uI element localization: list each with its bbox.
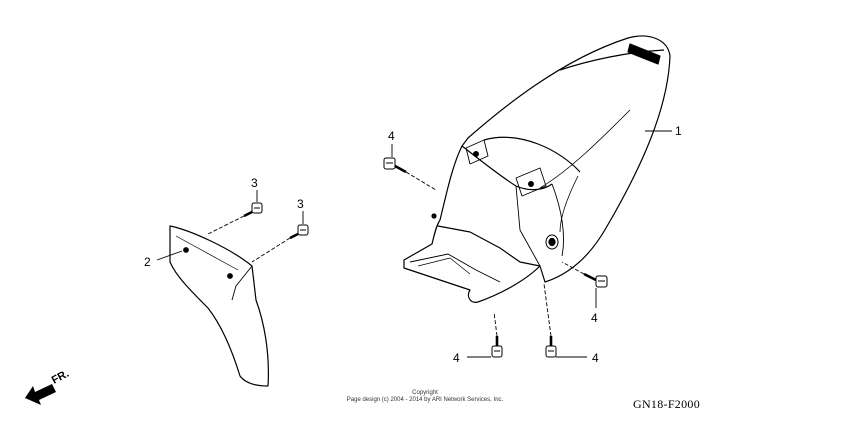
callout-3b: 3 [297,197,304,211]
leader-lines [156,130,672,358]
callout-4d: 4 [592,351,599,365]
figure-code: GN18-F2000 [633,397,701,411]
bolt-4b [583,272,608,288]
callout-2: 2 [144,255,151,269]
callout-4a: 4 [388,129,395,143]
copyright-notice: Copyright Page design (c) 2004 - 2014 by… [300,390,550,404]
callout-3a: 3 [251,176,258,190]
bolt-4a [383,157,407,174]
rear-fender [403,35,671,303]
front-arrow-icon [25,384,56,405]
mud-guard [169,225,269,387]
bolt-3b [289,224,309,240]
callout-1: 1 [675,124,682,138]
bolt-4d [545,336,557,358]
callout-4b: 4 [591,311,598,325]
copyright-text: Page design (c) 2004 - 2014 by ARI Netwo… [346,397,504,403]
bolt-4c [491,336,503,358]
front-indicator-label: FR. [50,368,71,387]
bolt-3a [243,202,263,218]
callout-4c: 4 [453,351,460,365]
copyright-title: Copyright [412,390,438,396]
